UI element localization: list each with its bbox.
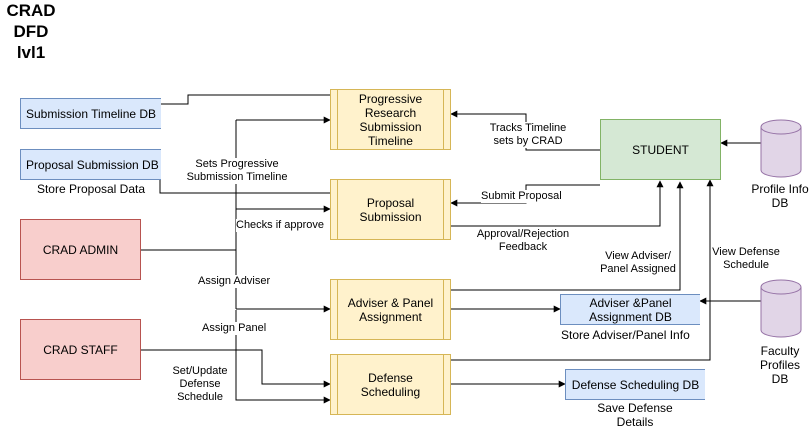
faculty-profiles-db-cylinder[interactable] (760, 279, 802, 339)
faculty-profiles-db-label: Faculty Profiles DB (759, 344, 800, 386)
proposal-submission-db[interactable]: Proposal Submission DB (20, 149, 161, 180)
entity-crad-admin[interactable]: CRAD ADMIN (20, 219, 141, 280)
flow-label-approval-feedback: Approval/Rejection Feedback (474, 228, 572, 254)
flow-label-view-adviser: View Adviser/ Panel Assigned (598, 250, 678, 276)
entity-crad-staff[interactable]: CRAD STAFF (20, 319, 141, 380)
title-line-3: lvl1 (16, 43, 46, 62)
flow-view-adviser (451, 181, 684, 291)
process-defense-scheduling[interactable]: Defense Scheduling (330, 354, 451, 415)
flow-view-defense (451, 179, 714, 361)
flow-label-checks-approve: Checks if approve (236, 219, 325, 232)
adviser-panel-db[interactable]: Adviser &Panel Assignment DB (560, 294, 700, 325)
entity-student[interactable]: STUDENT (600, 119, 721, 180)
flow-label-assign-panel: Assign Panel (202, 322, 267, 335)
process-adviser-panel-assignment[interactable]: Adviser & Panel Assignment (330, 279, 451, 340)
profile-info-db-label: Profile Info DB (751, 182, 809, 210)
flow-label-view-defense: View Defense Schedule (711, 246, 781, 272)
flow-staff-defense-1 (141, 349, 331, 388)
flow-label-store-proposal-data: Store Proposal Data (36, 182, 146, 196)
flow-label-set-update-defense: Set/Update Defense Schedule (168, 365, 232, 404)
flow-staff-defense-2 (235, 350, 331, 404)
flow-label-assign-adviser: Assign Adviser (198, 275, 271, 288)
profile-info-db-cylinder[interactable] (760, 119, 802, 179)
process-proposal-submission[interactable]: Proposal Submission (330, 179, 451, 240)
defense-scheduling-db[interactable]: Defense Scheduling DB (565, 369, 705, 400)
flow-timeline-store (161, 94, 330, 105)
diagram-title: CRAD DFD lvl1 (0, 0, 62, 63)
flow-label-sets-progressive: Sets Progressive Submission Timeline (183, 158, 291, 184)
flow-approval-feedback (451, 180, 664, 227)
title-line-2: DFD (13, 22, 49, 41)
flow-label-tracks-timeline: Tracks Timeline sets by CRAD (486, 122, 570, 148)
flow-label-store-adviser-info: Store Adviser/Panel Info (561, 328, 690, 342)
process-progressive-timeline[interactable]: Progressive Research Submission Timeline (330, 89, 451, 150)
title-line-1: CRAD (6, 1, 56, 20)
submission-timeline-db[interactable]: Submission Timeline DB (20, 98, 161, 129)
flow-label-save-defense-details: Save Defense Details (597, 401, 673, 429)
flow-label-submit-proposal: Submit Proposal (481, 190, 562, 203)
